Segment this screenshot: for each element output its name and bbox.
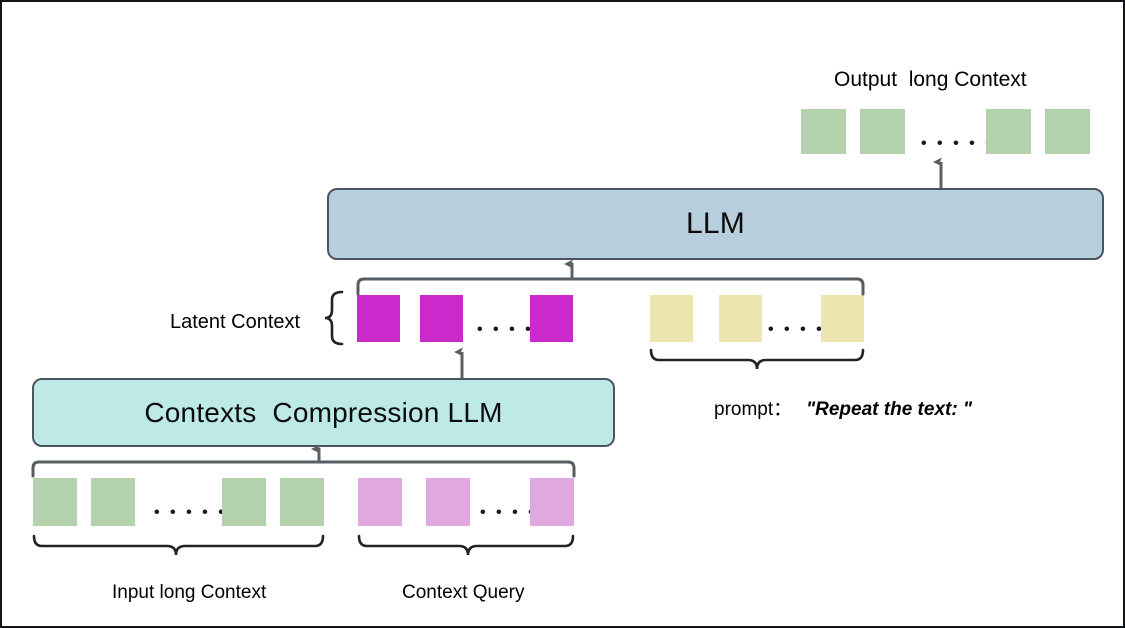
query-token-2 [426,478,470,526]
output-token-4 [1045,109,1090,154]
query-token-1 [358,478,402,526]
prompt-caption: prompt： "Repeat the text: " [714,394,972,421]
output-token-3 [986,109,1031,154]
output-token-1 [801,109,846,154]
latent-context-brace [324,290,344,346]
prompt-token-1 [650,295,693,342]
prompt-ellipsis: • • • • • [768,321,841,338]
input-token-1 [33,478,77,526]
prompt-caption-text: "Repeat the text: " [806,399,972,420]
prompt-token-2 [719,295,762,342]
connector-latent-prompt-to-llm [356,259,865,296]
prompt-caption-prefix: prompt： [714,399,793,420]
output-token-2 [860,109,905,154]
input-context-brace [32,534,325,556]
input-long-context-caption: Input long Context [112,582,267,603]
query-token-3 [530,478,574,526]
prompt-token-3 [821,295,864,342]
output-ellipsis: • • • • • [921,135,994,152]
latent-ellipsis: • • • • • [477,321,550,338]
context-query-caption: Context Query [402,582,525,603]
latent-token-1 [357,295,400,342]
latent-token-2 [420,295,463,342]
llm-label: LLM [686,207,745,240]
prompt-brace [649,348,865,370]
connector-inputs-to-compression [31,444,576,478]
latent-token-3 [530,295,573,342]
input-ellipsis: • • • • • [154,504,227,521]
input-token-4 [280,478,324,526]
output-long-context-label: Output long Context [834,68,1027,91]
compression-llm-label: Contexts Compression LLM [144,396,503,428]
latent-context-label: Latent Context [170,311,301,333]
llm-box: LLM [327,188,1104,260]
context-query-brace [357,534,575,556]
input-token-3 [222,478,266,526]
compression-llm-box: Contexts Compression LLM [32,378,615,447]
input-token-2 [91,478,135,526]
